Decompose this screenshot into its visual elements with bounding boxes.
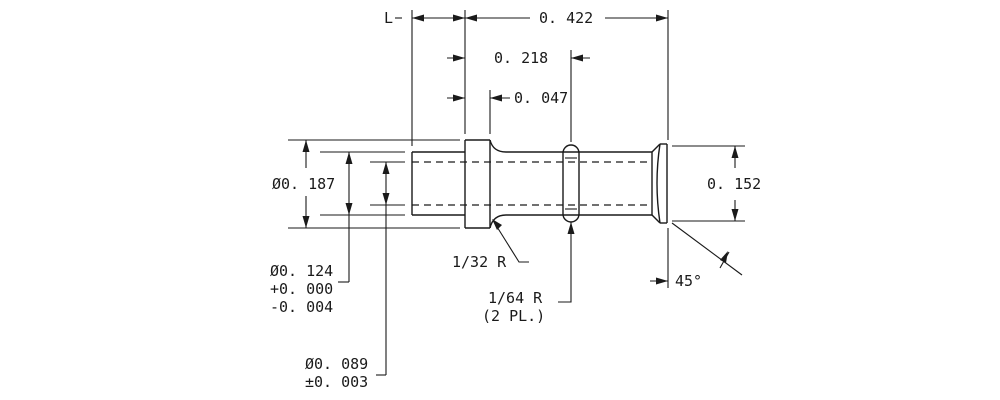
label-groove-count: (2 PL.) xyxy=(482,307,545,325)
dimension-groove-position: 0. 218 xyxy=(447,49,590,67)
label-pin-tol: ±0. 003 xyxy=(305,373,368,391)
label-length-symbol: L xyxy=(384,9,393,27)
label-head-diameter: Ø0. 187 xyxy=(272,175,335,193)
label-bore-diameter: Ø0. 124 xyxy=(270,262,333,280)
label-pin-diameter: Ø0. 089 xyxy=(305,355,368,373)
dimension-head-width: 0. 047 xyxy=(447,89,568,107)
dimension-chamfer-angle: 45° xyxy=(650,222,743,290)
part-outline xyxy=(411,139,668,229)
label-groove-radius: 1/64 R xyxy=(488,289,543,307)
label-fillet-radius: 1/32 R xyxy=(452,253,507,271)
dimension-body-diameter: 0. 152 xyxy=(707,146,761,221)
dimension-pin-diameter: Ø0. 089 ±0. 003 xyxy=(305,162,390,391)
dimension-bore-diameter: Ø0. 124 +0. 000 -0. 004 xyxy=(270,152,353,316)
label-chamfer-angle: 45° xyxy=(675,272,702,290)
callout-groove-radius: 1/64 R (2 PL.) xyxy=(482,222,575,325)
dimension-overall-length: L 0. 422 xyxy=(384,9,668,27)
label-overall-length: 0. 422 xyxy=(539,9,593,27)
label-groove-position: 0. 218 xyxy=(494,49,548,67)
extension-lines xyxy=(288,10,745,229)
label-head-width: 0. 047 xyxy=(514,89,568,107)
callout-fillet-radius: 1/32 R xyxy=(452,219,529,271)
dimension-head-diameter: Ø0. 187 xyxy=(272,140,335,228)
label-body-diameter: 0. 152 xyxy=(707,175,761,193)
label-bore-tol-plus: +0. 000 xyxy=(270,280,333,298)
label-bore-tol-minus: -0. 004 xyxy=(270,298,333,316)
